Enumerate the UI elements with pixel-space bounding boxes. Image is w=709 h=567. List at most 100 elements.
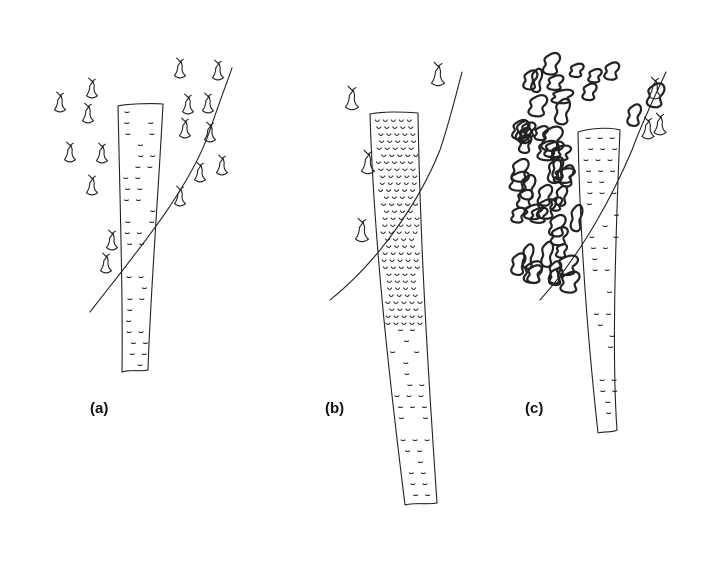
- cuticle-scale: [395, 287, 401, 291]
- aggregate-blob: [514, 120, 531, 143]
- cuticle-scale: [382, 217, 388, 221]
- particle: [81, 102, 95, 124]
- cuticle-scale: [127, 298, 133, 301]
- particle: [211, 59, 225, 81]
- cuticle-scale: [407, 161, 413, 165]
- boundary-curve-c: [539, 71, 667, 301]
- cuticle-scale: [123, 199, 129, 202]
- cuticle-scale: [612, 148, 618, 151]
- cuticle-scale: [398, 266, 404, 270]
- cuticle-scale: [586, 203, 593, 206]
- cuticle-scale: [392, 126, 398, 130]
- aggregate-blob: [529, 206, 549, 224]
- cuticle-scale: [398, 217, 404, 221]
- cuticle-scale: [610, 170, 616, 173]
- cuticle-scale: [404, 175, 410, 179]
- aggregate-blob: [533, 124, 550, 142]
- particles-a: [53, 57, 229, 274]
- cuticle-scale: [409, 315, 415, 319]
- cuticle-scale: [393, 189, 400, 193]
- cuticle-scale: [605, 313, 612, 316]
- aggregate-blob: [543, 140, 565, 159]
- cuticle-scale: [417, 461, 423, 464]
- cuticle-scale: [384, 126, 390, 130]
- cuticle-scale: [417, 315, 423, 319]
- cuticle-scale: [407, 196, 413, 200]
- cuticle-scale: [417, 450, 423, 453]
- cuticle-scale: [377, 189, 384, 193]
- cuticle-scale: [127, 243, 133, 246]
- particle: [63, 141, 77, 163]
- aggregate-cluster-c: [508, 51, 667, 294]
- cuticle-scale: [613, 236, 619, 239]
- cuticle-scale: [378, 133, 384, 137]
- panel-b-drawing: [329, 61, 463, 506]
- cuticle-scale: [382, 252, 388, 256]
- cuticle-scale: [390, 351, 396, 354]
- aggregate-blob: [522, 260, 544, 285]
- cuticle-scale: [403, 362, 409, 365]
- aggregate-blob: [527, 94, 549, 118]
- cuticle-scale: [141, 287, 148, 290]
- aggregate-blob: [568, 62, 585, 79]
- panel-a-drawing: [53, 57, 233, 373]
- cuticle-marks-c: [583, 137, 620, 415]
- cuticle-scale: [398, 224, 404, 228]
- cuticle-scale: [129, 353, 135, 356]
- cuticle-scale: [401, 301, 407, 305]
- cuticle-scale: [422, 417, 429, 420]
- cuticle-scale: [127, 309, 133, 312]
- cuticle-scale: [401, 238, 407, 242]
- cuticle-scale: [409, 301, 415, 305]
- cuticle-scale: [406, 224, 412, 228]
- cuticle-scale: [402, 273, 408, 277]
- cuticle-scale: [404, 203, 411, 207]
- aggregate-blob: [555, 242, 569, 259]
- cuticle-scale: [135, 177, 141, 180]
- cuticle-scale: [137, 364, 143, 367]
- cuticle-scale: [391, 196, 397, 200]
- cuticle-scale: [394, 395, 400, 398]
- cuticle-marks-b: [374, 119, 431, 497]
- cuticle-scale: [374, 119, 380, 123]
- boundary-curve-a: [89, 67, 233, 313]
- cuticle-scale: [588, 148, 594, 151]
- cuticle-scale: [391, 210, 397, 214]
- aggregate-blob: [510, 252, 527, 277]
- cuticle-scale: [388, 175, 394, 179]
- cuticle-scale: [403, 340, 410, 343]
- cuticle-scale: [599, 192, 605, 195]
- cuticle-scale: [380, 231, 386, 235]
- cuticle-scale: [406, 217, 412, 221]
- particle: [430, 61, 446, 87]
- cuticle-scale: [412, 203, 419, 207]
- cuticle-scale: [390, 224, 396, 228]
- cuticle-scale: [396, 294, 402, 298]
- cuticle-scale: [400, 147, 406, 151]
- cuticle-scale: [393, 315, 399, 319]
- cuticle-scale: [386, 280, 392, 284]
- particle: [85, 174, 99, 196]
- cuticle-scale: [402, 133, 408, 137]
- cuticle-scale: [389, 308, 395, 312]
- cuticle-scale: [393, 322, 399, 326]
- cuticle-scale: [141, 353, 147, 356]
- cuticle-scale: [406, 119, 412, 123]
- cuticle-scale: [382, 266, 388, 270]
- cuticle-scale: [410, 280, 416, 284]
- cuticle-scale: [150, 210, 156, 213]
- cuticle-scale: [381, 259, 387, 263]
- cuticle-scale: [611, 379, 617, 382]
- hair-shaft-b: [369, 111, 438, 506]
- cuticle-scale: [609, 137, 615, 140]
- cuticle-scale: [411, 287, 417, 291]
- aggregate-blob: [559, 270, 581, 294]
- cuticle-scale: [126, 331, 132, 334]
- cuticle-scale: [414, 252, 420, 256]
- cuticle-scale: [418, 395, 424, 398]
- cuticle-scale: [409, 322, 415, 326]
- cuticle-scale: [390, 252, 396, 256]
- particle: [360, 149, 376, 175]
- cuticle-scale: [138, 155, 144, 158]
- cuticle-scale: [407, 384, 413, 387]
